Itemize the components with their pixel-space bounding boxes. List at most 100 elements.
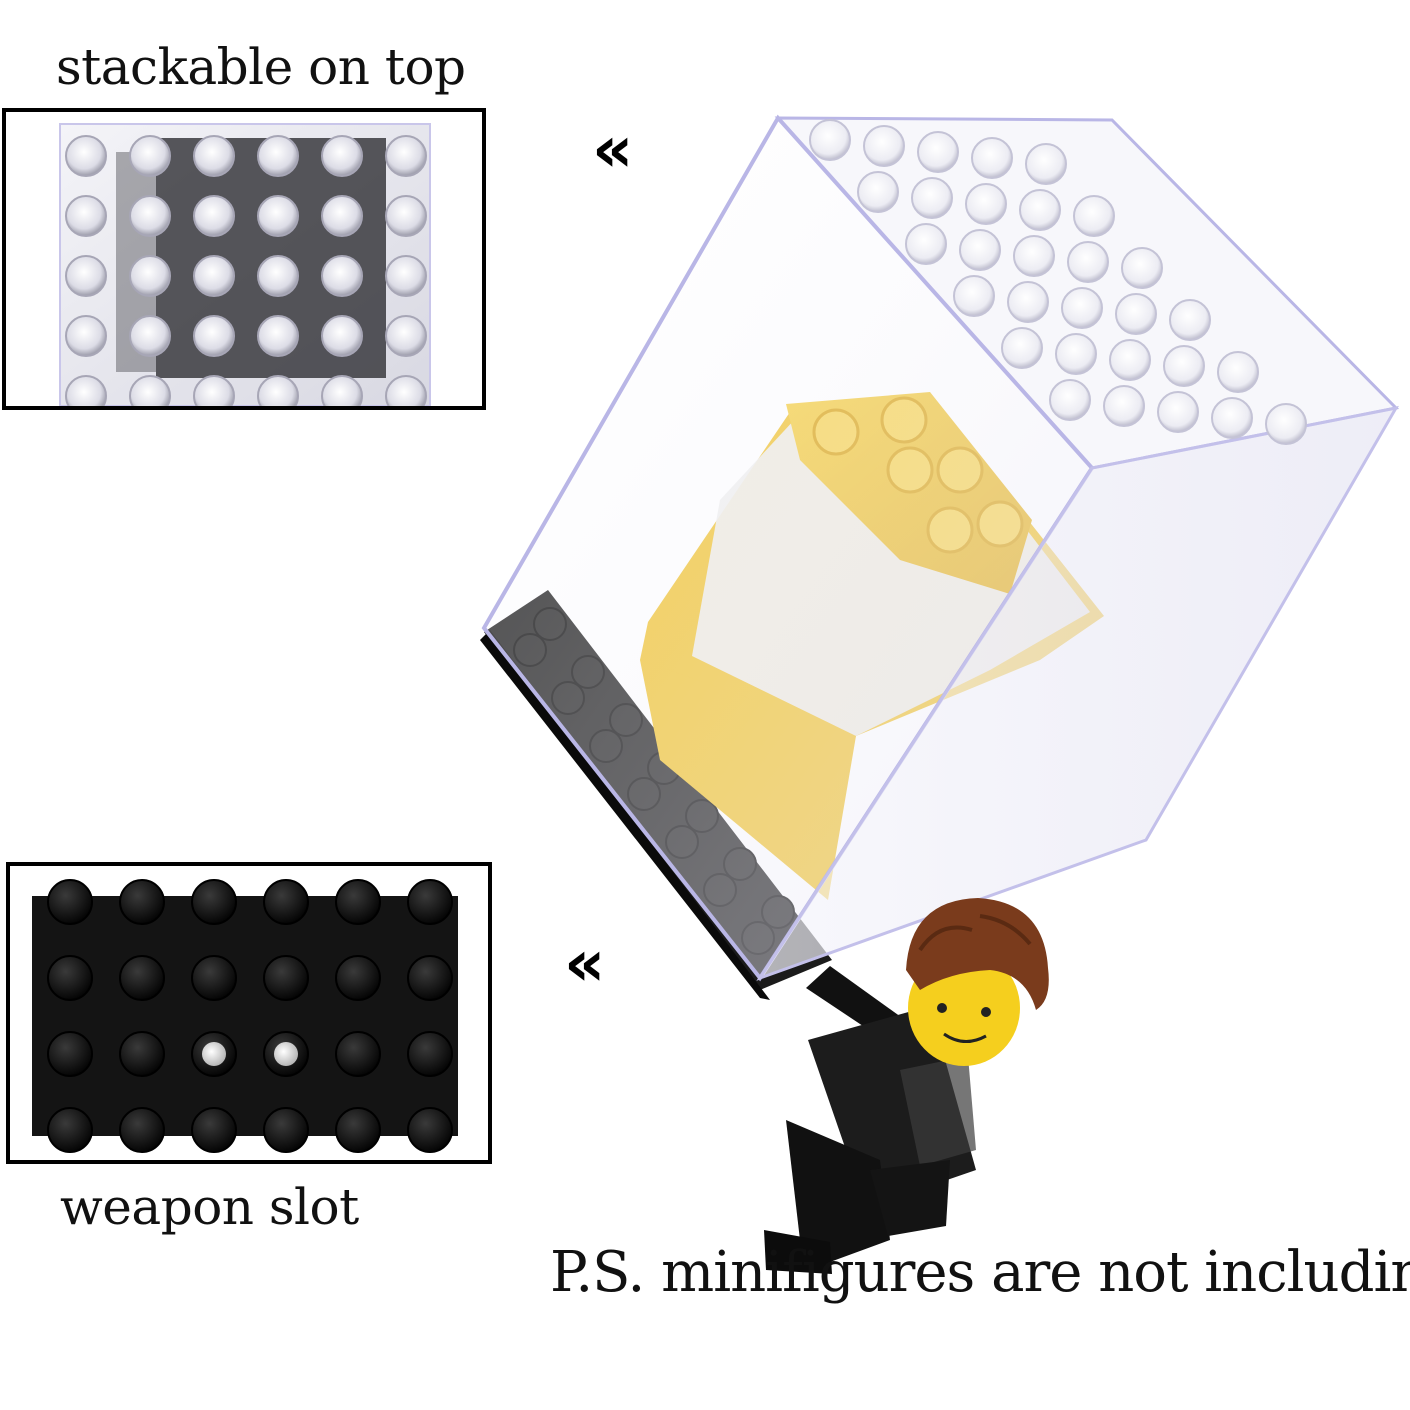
black-stud <box>263 1107 309 1153</box>
black-stud <box>263 879 309 925</box>
black-stud <box>191 1107 237 1153</box>
black-stud <box>407 1031 453 1077</box>
clear-top-stud <box>953 275 995 317</box>
clear-stud <box>129 255 171 297</box>
black-stud <box>47 1107 93 1153</box>
clear-top-stud <box>1103 385 1145 427</box>
base-stud <box>741 921 775 955</box>
clear-stud <box>129 135 171 177</box>
black-stud <box>47 955 93 1001</box>
black-stud <box>335 1107 381 1153</box>
clear-top-stud <box>1055 333 1097 375</box>
clear-stud <box>65 315 107 357</box>
base-stud <box>513 633 547 667</box>
clear-stud <box>129 375 171 406</box>
clear-stud <box>257 375 299 406</box>
base-stud <box>703 873 737 907</box>
clear-stud <box>257 315 299 357</box>
double-chevron-left-icon: « <box>564 927 606 1001</box>
clear-top-stud <box>1073 195 1115 237</box>
clear-top-stud <box>857 171 899 213</box>
clear-stud <box>129 195 171 237</box>
black-stud <box>335 955 381 1001</box>
double-chevron-left-icon: « <box>592 113 634 187</box>
clear-top-stud <box>1265 403 1307 445</box>
clear-stud <box>321 195 363 237</box>
clear-top-stud <box>1169 299 1211 341</box>
clear-stud <box>65 135 107 177</box>
clear-stud <box>193 135 235 177</box>
base-stud <box>609 703 643 737</box>
clear-top-stud <box>1019 189 1061 231</box>
black-stud <box>191 955 237 1001</box>
base-stud <box>533 607 567 641</box>
clear-top-stud <box>1013 235 1055 277</box>
clear-stud <box>129 315 171 357</box>
clear-top-stud <box>971 137 1013 179</box>
black-stud <box>335 1031 381 1077</box>
black-base-plate <box>484 590 832 990</box>
black-stud <box>263 955 309 1001</box>
black-stud <box>119 955 165 1001</box>
clear-stud <box>65 375 107 406</box>
clear-top-stud <box>809 119 851 161</box>
clear-top-stud <box>1001 327 1043 369</box>
clear-stud <box>193 375 235 406</box>
clear-stud <box>321 315 363 357</box>
yellow-brick <box>640 392 1104 900</box>
black-stud <box>47 879 93 925</box>
clear-top-stud <box>1025 143 1067 185</box>
clear-stud <box>385 315 427 357</box>
base-stud <box>685 799 719 833</box>
black-stud <box>191 879 237 925</box>
black-stud <box>407 1107 453 1153</box>
base-stud <box>665 825 699 859</box>
black-stud <box>335 879 381 925</box>
clear-top-stud <box>1049 379 1091 421</box>
clear-top-stud <box>1109 339 1151 381</box>
clear-top-stud <box>905 223 947 265</box>
black-stud <box>119 1031 165 1077</box>
clear-stud <box>193 195 235 237</box>
base-stud <box>761 895 795 929</box>
clear-top-stud <box>1115 293 1157 335</box>
black-stud <box>407 955 453 1001</box>
weapon-slot-inset <box>6 862 492 1164</box>
weapon-slot-label: weapon slot <box>60 1178 359 1236</box>
clear-stud <box>385 135 427 177</box>
base-stud <box>589 729 623 763</box>
clear-top-stud <box>959 229 1001 271</box>
disclaimer-note: P.S. minifigures are not including <box>550 1240 1410 1305</box>
clear-top-stud <box>1067 241 1109 283</box>
clear-top-stud <box>1061 287 1103 329</box>
black-stud <box>119 1107 165 1153</box>
clear-top-stud <box>1217 351 1259 393</box>
clear-stud <box>385 375 427 406</box>
clear-stud <box>257 255 299 297</box>
clear-stud <box>65 195 107 237</box>
clear-stud <box>321 135 363 177</box>
clear-top-stud <box>965 183 1007 225</box>
black-stud <box>47 1031 93 1077</box>
clear-stud <box>257 135 299 177</box>
black-stud <box>407 879 453 925</box>
weapon-slot-hole <box>202 1042 226 1066</box>
clear-stud <box>385 195 427 237</box>
clear-stud <box>65 255 107 297</box>
weapon-slot-hole <box>274 1042 298 1066</box>
clear-case <box>481 114 1400 982</box>
clear-top-stud <box>863 125 905 167</box>
clear-stud <box>321 375 363 406</box>
clear-top-stud <box>1157 391 1199 433</box>
clear-top-stud <box>1121 247 1163 289</box>
base-stud <box>723 847 757 881</box>
clear-stud <box>385 255 427 297</box>
base-stud <box>571 655 605 689</box>
minifigure <box>764 898 1049 1274</box>
stackable-studs-photo <box>6 112 482 406</box>
clear-top-stud <box>1163 345 1205 387</box>
clear-stud <box>321 255 363 297</box>
base-stud <box>627 777 661 811</box>
clear-top-stud <box>1211 397 1253 439</box>
clear-stud <box>193 255 235 297</box>
